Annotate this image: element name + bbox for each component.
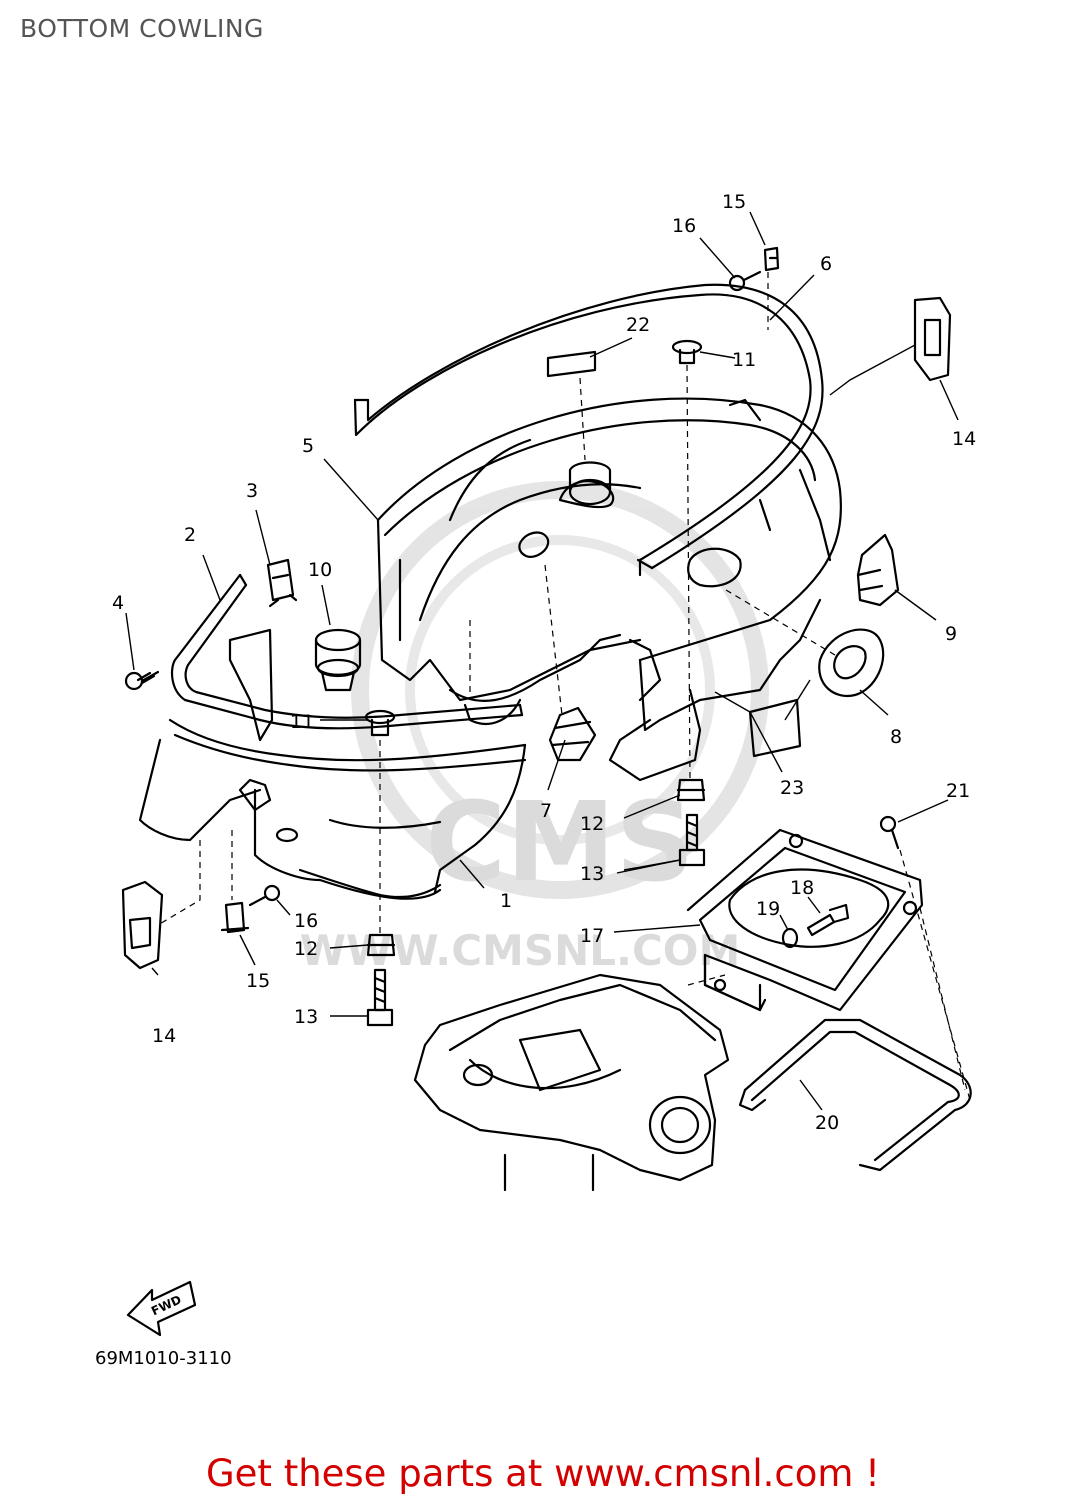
callout-20: 20 [815,1112,839,1134]
callout-4: 4 [112,592,124,614]
callout-12a: 12 [294,938,318,960]
callout-1: 1 [500,890,512,912]
part-6-seal-strip [353,283,824,577]
part-22-label [546,350,597,378]
diagram-title: BOTTOM COWLING [20,14,264,43]
part-15-clip-b [220,901,250,934]
part-2-front-seal [170,573,524,730]
part-15-clip-a [763,246,780,272]
callout-16a: 16 [672,215,696,237]
part-19-washer [781,927,799,949]
callout-12b: 12 [580,813,604,835]
diagram-part-code: 69M1010-3110 [95,1348,232,1369]
part-10-grommet [314,628,362,692]
cmsnl-watermark: CMS WWW.CMSNL.COM [300,481,769,975]
engine-base [413,973,730,1192]
part-21-screw [879,815,900,850]
callouts: 1 2 3 4 5 6 7 8 9 10 11 11 12 12 13 13 1… [112,191,976,1134]
callout-6: 6 [820,253,832,275]
part-8-grommet [818,628,885,698]
callout-13a: 13 [294,1006,318,1028]
callout-11a: 11 [290,711,314,733]
callout-23: 23 [780,777,804,799]
part-4-screw [124,670,160,691]
part-7-grommet [548,706,597,762]
part-23-label [748,698,802,758]
part-12-mount-a [366,933,396,957]
part-14-cover-a [913,296,952,382]
part-9-grommet [856,533,900,607]
part-20-handle [738,1018,972,1172]
watermark-logo: CMS [425,778,694,906]
callout-10: 10 [308,559,332,581]
front-bracket [228,628,274,742]
callout-19: 19 [756,898,780,920]
part-12-mount-b [676,778,706,802]
callout-5: 5 [302,435,314,457]
callout-8: 8 [890,726,902,748]
callout-3: 3 [246,480,258,502]
callout-14b: 14 [152,1025,176,1047]
callout-21: 21 [946,780,970,802]
watermark-url: WWW.CMSNL.COM [300,926,741,975]
part-13-bolt-a [366,968,394,1027]
part-11-bushing-b [671,339,703,365]
part-11-bushing-a [364,709,396,737]
callout-18: 18 [790,877,814,899]
callout-14a: 14 [952,428,976,450]
part-17-plate [686,828,924,1012]
callout-9: 9 [945,623,957,645]
callout-11b: 11 [732,349,756,371]
get-parts-link[interactable]: Get these parts at www.cmsnl.com ! [205,1452,880,1495]
callout-13b: 13 [580,863,604,885]
fwd-arrow [126,1280,197,1337]
callout-15a: 15 [722,191,746,213]
assembly-lines [157,272,971,1101]
part-14-cover-b [121,880,164,970]
leader-lines [125,211,959,1111]
part-16-screw-b [248,884,281,907]
callout-16b: 16 [294,910,318,932]
callout-22: 22 [626,314,650,336]
part-18-bolt [806,903,850,937]
callout-7: 7 [540,800,552,822]
part-16-screw-a [728,270,762,292]
exploded-parts-diagram: CMS WWW.CMSNL.COM [112,191,976,1337]
fwd-label: FWD [149,1292,183,1318]
callout-2: 2 [184,524,196,546]
callout-17: 17 [580,925,604,947]
callout-15b: 15 [246,970,270,992]
part-3-bracket [266,558,298,608]
